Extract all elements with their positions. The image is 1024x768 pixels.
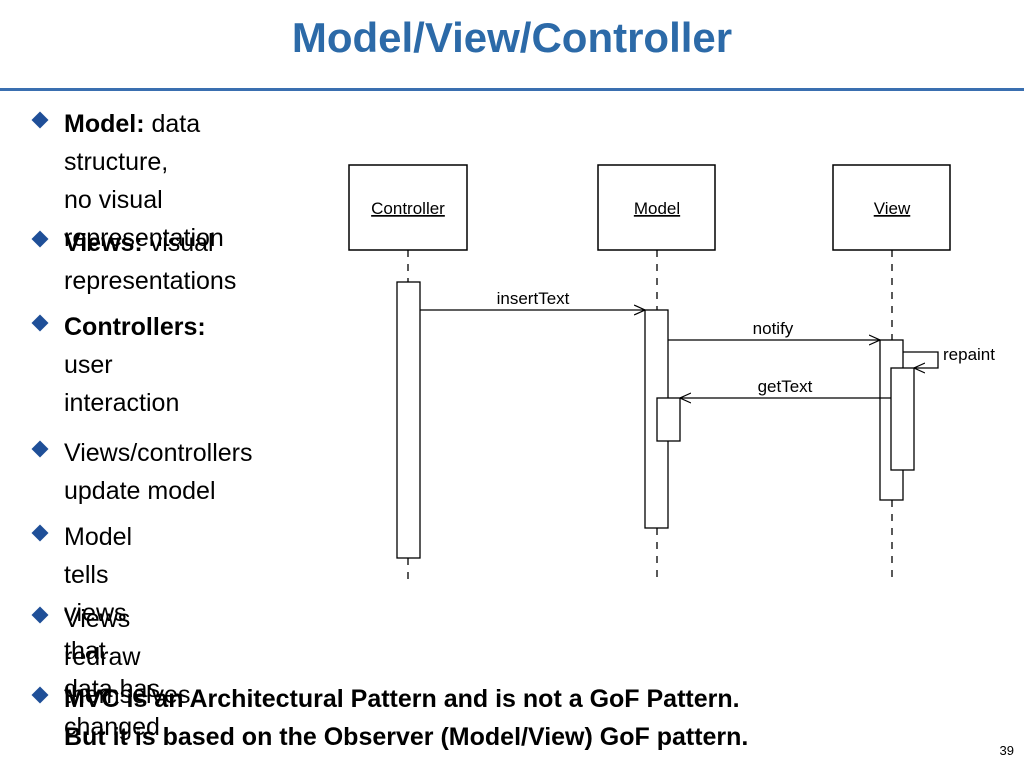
bullet-term: Model: (64, 110, 145, 138)
bullet-line: visual (142, 229, 214, 257)
bullet-line: update model (64, 477, 216, 505)
page-number: 39 (999, 743, 1014, 758)
object-label: View (874, 199, 911, 218)
slide-title: Model/View/Controller (291, 14, 733, 61)
bullet-text: Views redraw themselves (64, 600, 190, 714)
bullet-text: Views/controllers update model (64, 434, 253, 510)
bullet-line: But it is based on the Observer (Model/V… (64, 723, 749, 751)
bullet-text: Controllers: user interaction (64, 308, 206, 422)
message-label: insertText (497, 289, 570, 308)
bullet-line: no visual (64, 186, 163, 214)
bullet-line: Model tells views that (64, 523, 133, 665)
bullet-line: interaction (64, 389, 180, 417)
activation-view-nested (890, 367, 915, 471)
object-view: View (832, 164, 951, 251)
bullet-line: data has changed (64, 675, 160, 741)
bullet-line: representations (64, 267, 237, 295)
message-label: getText (758, 377, 813, 396)
bullet-term: Views: (64, 229, 143, 257)
bullet-line: Views redraw (64, 605, 141, 671)
object-label: Controller (371, 199, 445, 218)
bullet-line: user (64, 351, 113, 379)
object-label: Model (634, 199, 680, 218)
bullet-line: MVC is an Architectural Pattern and is n… (64, 685, 740, 713)
message-repaint-arrow (903, 351, 939, 368)
object-model: Model (597, 164, 716, 251)
bullet-text: MVC is an Architectural Pattern and is n… (64, 680, 748, 756)
bullet-term: Controllers: (64, 313, 206, 341)
object-controller: Controller (348, 164, 468, 251)
title-divider (0, 88, 1024, 91)
message-label: repaint (943, 345, 995, 364)
bullet-text: Model tells views that data has changed (64, 518, 160, 746)
bullet-line: Views/controllers (64, 439, 253, 467)
message-label: notify (753, 319, 794, 338)
activation-controller (396, 281, 421, 559)
bullet-text: Model: data structure, no visual represe… (64, 105, 224, 257)
bullet-line: representation (64, 224, 224, 252)
bullet-line: data structure, (64, 110, 201, 176)
bullet-line: themselves (64, 681, 191, 709)
bullet-text: Views: visual representations (64, 224, 236, 300)
activation-model-nested (656, 397, 681, 442)
